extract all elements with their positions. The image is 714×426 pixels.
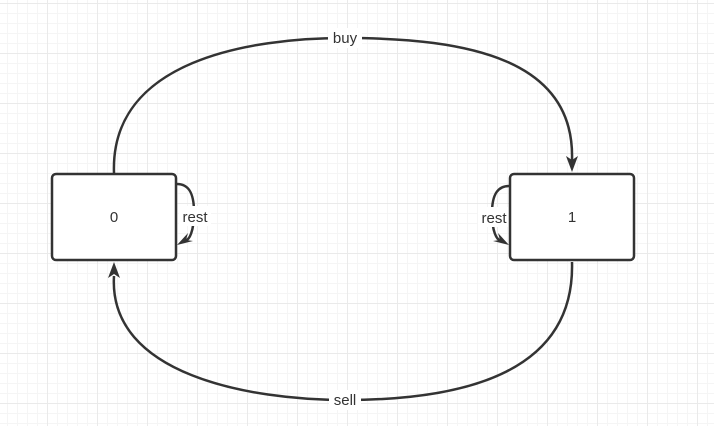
edge-rest-1[interactable]: rest xyxy=(478,184,510,245)
edge-sell-arrowhead xyxy=(108,262,120,278)
edge-rest-0-label: rest xyxy=(182,209,208,226)
state-node-1-box xyxy=(508,172,636,262)
edge-buy-arrowhead xyxy=(566,156,578,172)
edge-sell-label: sell xyxy=(334,392,357,409)
state-node-1[interactable]: 1 xyxy=(508,172,636,262)
edge-buy-label: buy xyxy=(333,30,358,47)
state-node-1-label: 1 xyxy=(568,209,576,226)
state-node-0-box xyxy=(50,172,178,262)
edge-rest-1-arrowhead xyxy=(493,233,509,245)
edge-rest-1-label: rest xyxy=(481,210,507,227)
edge-buy[interactable]: buy xyxy=(112,28,578,174)
edge-rest-0-arrowhead xyxy=(177,233,193,245)
state-node-0[interactable]: 0 xyxy=(50,172,178,262)
state-node-0-label: 0 xyxy=(110,209,118,226)
edge-rest-0[interactable]: rest xyxy=(176,182,211,245)
edge-sell[interactable]: sell xyxy=(108,261,574,410)
